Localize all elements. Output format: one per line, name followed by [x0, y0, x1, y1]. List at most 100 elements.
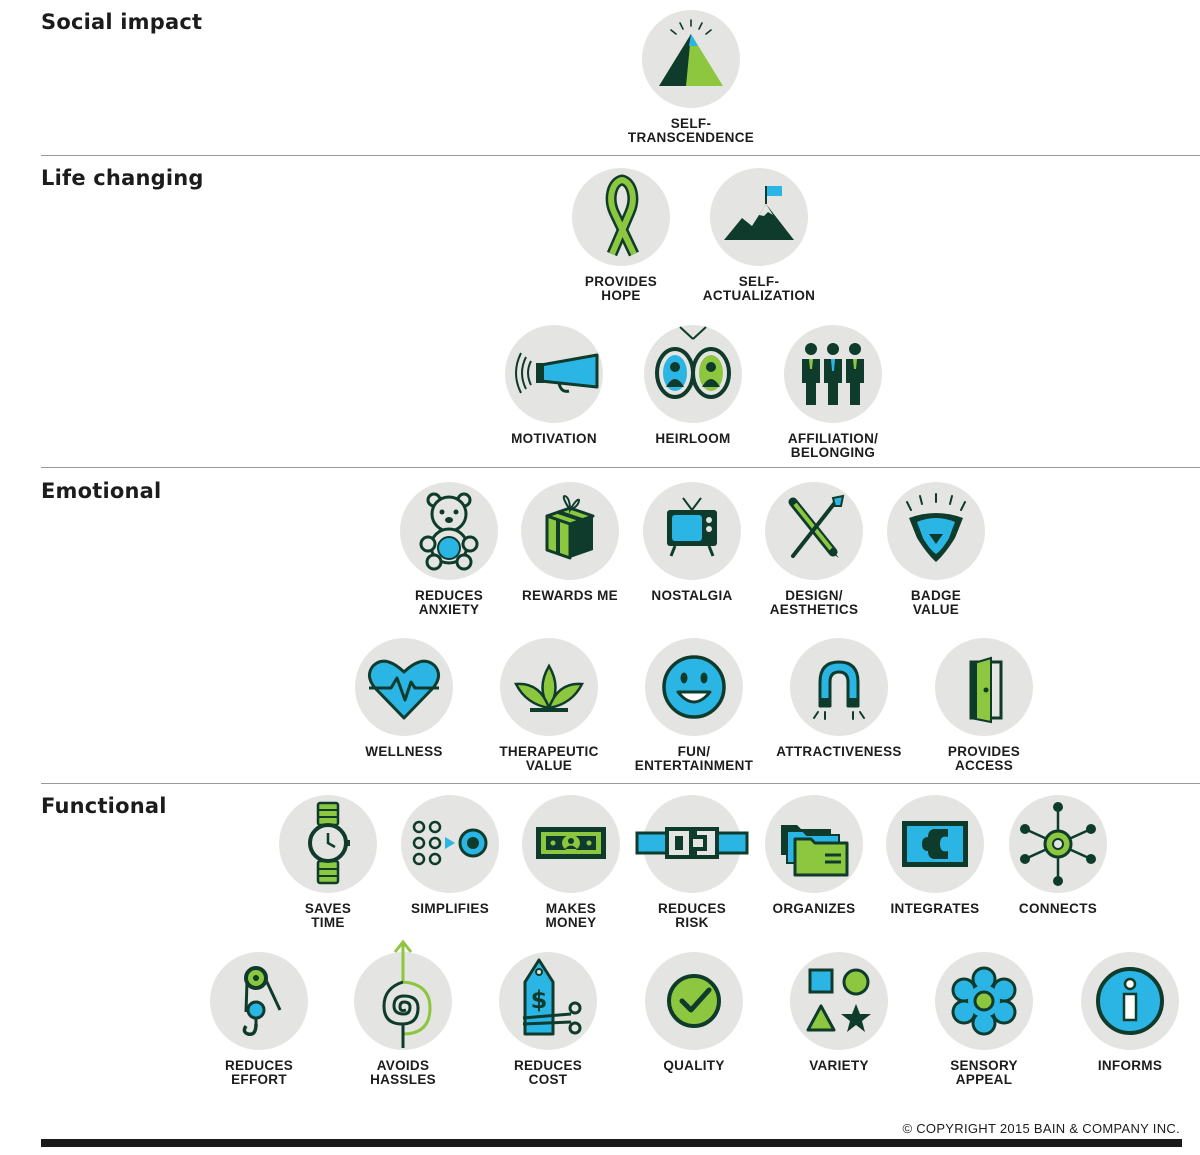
seatbelt-icon [635, 795, 749, 893]
element-therapeutic-value: THERAPEUTIC VALUE [469, 638, 629, 773]
pyramid-icon [642, 10, 740, 108]
element-label: REDUCES RISK [657, 901, 727, 930]
element-label: VARIETY [809, 1058, 869, 1073]
element-label: SELF- TRANSCENDENCE [627, 116, 755, 145]
puzzle-piece-icon [886, 795, 984, 893]
folders-icon [765, 795, 863, 893]
element-rewards-me: REWARDS ME [490, 482, 650, 603]
element-label: INTEGRATES [890, 901, 980, 916]
magnet-icon [790, 638, 888, 736]
element-label: REDUCES ANXIETY [414, 588, 484, 617]
section-title-emotional: Emotional [41, 479, 162, 503]
element-label: MAKES MONEY [545, 901, 597, 930]
ribbon-icon [572, 168, 670, 266]
element-label: PROVIDES HOPE [584, 274, 658, 303]
section-divider [41, 467, 1200, 468]
element-self-transcendence: SELF- TRANSCENDENCE [611, 10, 771, 145]
element-label: MOTIVATION [511, 431, 597, 446]
element-label: REWARDS ME [521, 588, 618, 603]
element-nostalgia: NOSTALGIA [612, 482, 772, 603]
banknote-icon [522, 795, 620, 893]
element-provides-access: PROVIDES ACCESS [904, 638, 1064, 773]
wristwatch-icon [279, 795, 377, 893]
pulley-hook-icon [210, 952, 308, 1050]
element-label: BADGE VALUE [910, 588, 962, 617]
element-label: SENSORY APPEAL [950, 1058, 1018, 1087]
retro-tv-icon [643, 482, 741, 580]
open-door-icon [935, 638, 1033, 736]
mountain-flag-icon [710, 168, 808, 266]
pencil-brush-icon [765, 482, 863, 580]
badge-icon [887, 482, 985, 580]
element-integrates: INTEGRATES [855, 795, 1015, 916]
dots-to-target-icon [401, 795, 499, 893]
tangled-arrow-icon [354, 939, 452, 1050]
copyright-notice: © COPYRIGHT 2015 BAIN & COMPANY INC. [902, 1121, 1180, 1136]
element-quality: QUALITY [614, 952, 774, 1073]
element-wellness: WELLNESS [324, 638, 484, 759]
people-group-icon [784, 325, 882, 423]
element-provides-hope: PROVIDES HOPE [541, 168, 701, 303]
element-attractiveness: ATTRACTIVENESS [759, 638, 919, 759]
element-reduces-cost: $ REDUCES COST [468, 952, 628, 1087]
element-reduces-risk: REDUCES RISK [612, 795, 772, 930]
element-simplifies: SIMPLIFIES [370, 795, 530, 916]
price-tag-scissors-icon: $ [499, 952, 597, 1050]
element-variety: VARIETY [759, 952, 919, 1073]
element-label: QUALITY [663, 1058, 725, 1073]
element-motivation: MOTIVATION [474, 325, 634, 446]
element-organizes: ORGANIZES [734, 795, 894, 916]
section-title-social-impact: Social impact [41, 10, 203, 34]
element-label: THERAPEUTIC VALUE [499, 744, 599, 773]
checkmark-icon [645, 952, 743, 1050]
bottom-rule [41, 1139, 1182, 1147]
info-icon [1081, 952, 1179, 1050]
element-heirloom: HEIRLOOM [613, 325, 773, 446]
element-affiliation-belonging: AFFILIATION/ BELONGING [753, 325, 913, 460]
element-label: SAVES TIME [304, 901, 352, 930]
megaphone-icon [505, 325, 603, 423]
section-divider [41, 155, 1200, 156]
element-label: PROVIDES ACCESS [947, 744, 1021, 773]
portrait-frames-icon [644, 325, 742, 423]
element-reduces-effort: REDUCES EFFORT [179, 952, 339, 1087]
heartbeat-icon [355, 638, 453, 736]
element-label: SIMPLIFIES [410, 901, 489, 916]
element-design-aesthetics: DESIGN/ AESTHETICS [734, 482, 894, 617]
element-self-actualization: SELF- ACTUALIZATION [679, 168, 839, 303]
element-avoids-hassles: AVOIDS HASSLES [323, 939, 483, 1087]
element-label: AFFILIATION/ BELONGING [787, 431, 879, 460]
section-divider [41, 783, 1200, 784]
element-label: REDUCES COST [513, 1058, 583, 1087]
gift-box-icon [521, 482, 619, 580]
element-label: REDUCES EFFORT [224, 1058, 294, 1087]
flower-icon [935, 952, 1033, 1050]
element-informs: INFORMS [1050, 952, 1200, 1073]
element-badge-value: BADGE VALUE [856, 482, 1016, 617]
element-label: INFORMS [1097, 1058, 1163, 1073]
element-label: WELLNESS [365, 744, 443, 759]
element-saves-time: SAVES TIME [248, 795, 408, 930]
element-label: HEIRLOOM [655, 431, 731, 446]
element-sensory-appeal: SENSORY APPEAL [904, 952, 1064, 1087]
network-hub-icon [1009, 795, 1107, 893]
section-title-life-changing: Life changing [41, 166, 204, 190]
element-makes-money: MAKES MONEY [491, 795, 651, 930]
smiley-icon [645, 638, 743, 736]
svg-text:$: $ [531, 986, 548, 1014]
element-connects: CONNECTS [978, 795, 1138, 916]
element-label: SELF- ACTUALIZATION [702, 274, 816, 303]
element-label: NOSTALGIA [651, 588, 733, 603]
element-reduces-anxiety: REDUCES ANXIETY [369, 482, 529, 617]
element-label: CONNECTS [1018, 901, 1098, 916]
element-fun-entertainment: FUN/ ENTERTAINMENT [614, 638, 774, 773]
shapes-icon [790, 952, 888, 1050]
element-label: FUN/ ENTERTAINMENT [634, 744, 754, 773]
section-title-functional: Functional [41, 794, 167, 818]
leaves-icon [500, 638, 598, 736]
element-label: AVOIDS HASSLES [370, 1058, 436, 1087]
teddy-bear-icon [400, 482, 498, 580]
element-label: DESIGN/ AESTHETICS [769, 588, 859, 617]
element-label: ATTRACTIVENESS [776, 744, 902, 759]
element-label: ORGANIZES [772, 901, 856, 916]
